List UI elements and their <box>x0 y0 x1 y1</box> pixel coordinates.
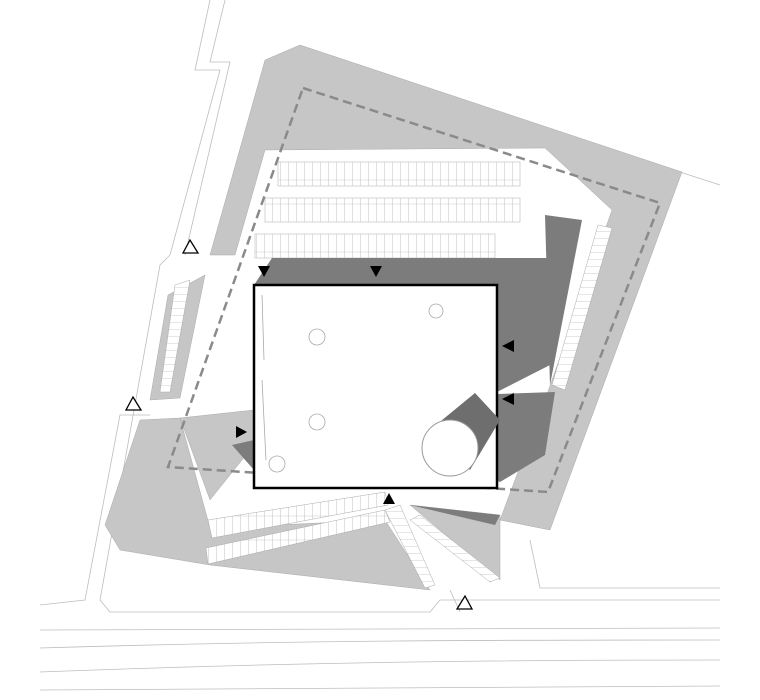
outline-triangle-icon <box>181 238 200 254</box>
outline-triangle-icon <box>124 395 143 411</box>
filled-triangle-icon <box>502 340 514 352</box>
main-building <box>252 283 499 490</box>
access-markers <box>124 238 474 610</box>
outline-triangle-icon <box>455 594 474 610</box>
building-features <box>261 294 444 473</box>
entrance-markers <box>236 266 514 504</box>
roads <box>39 0 721 691</box>
filled-triangle-icon <box>370 266 382 277</box>
filled-triangle-icon <box>236 426 247 438</box>
parking-stalls <box>159 161 613 589</box>
filled-triangle-icon <box>383 493 395 504</box>
filled-triangle-icon <box>258 266 270 277</box>
cylinder-volume <box>421 393 500 477</box>
filled-triangle-icon <box>502 393 514 405</box>
